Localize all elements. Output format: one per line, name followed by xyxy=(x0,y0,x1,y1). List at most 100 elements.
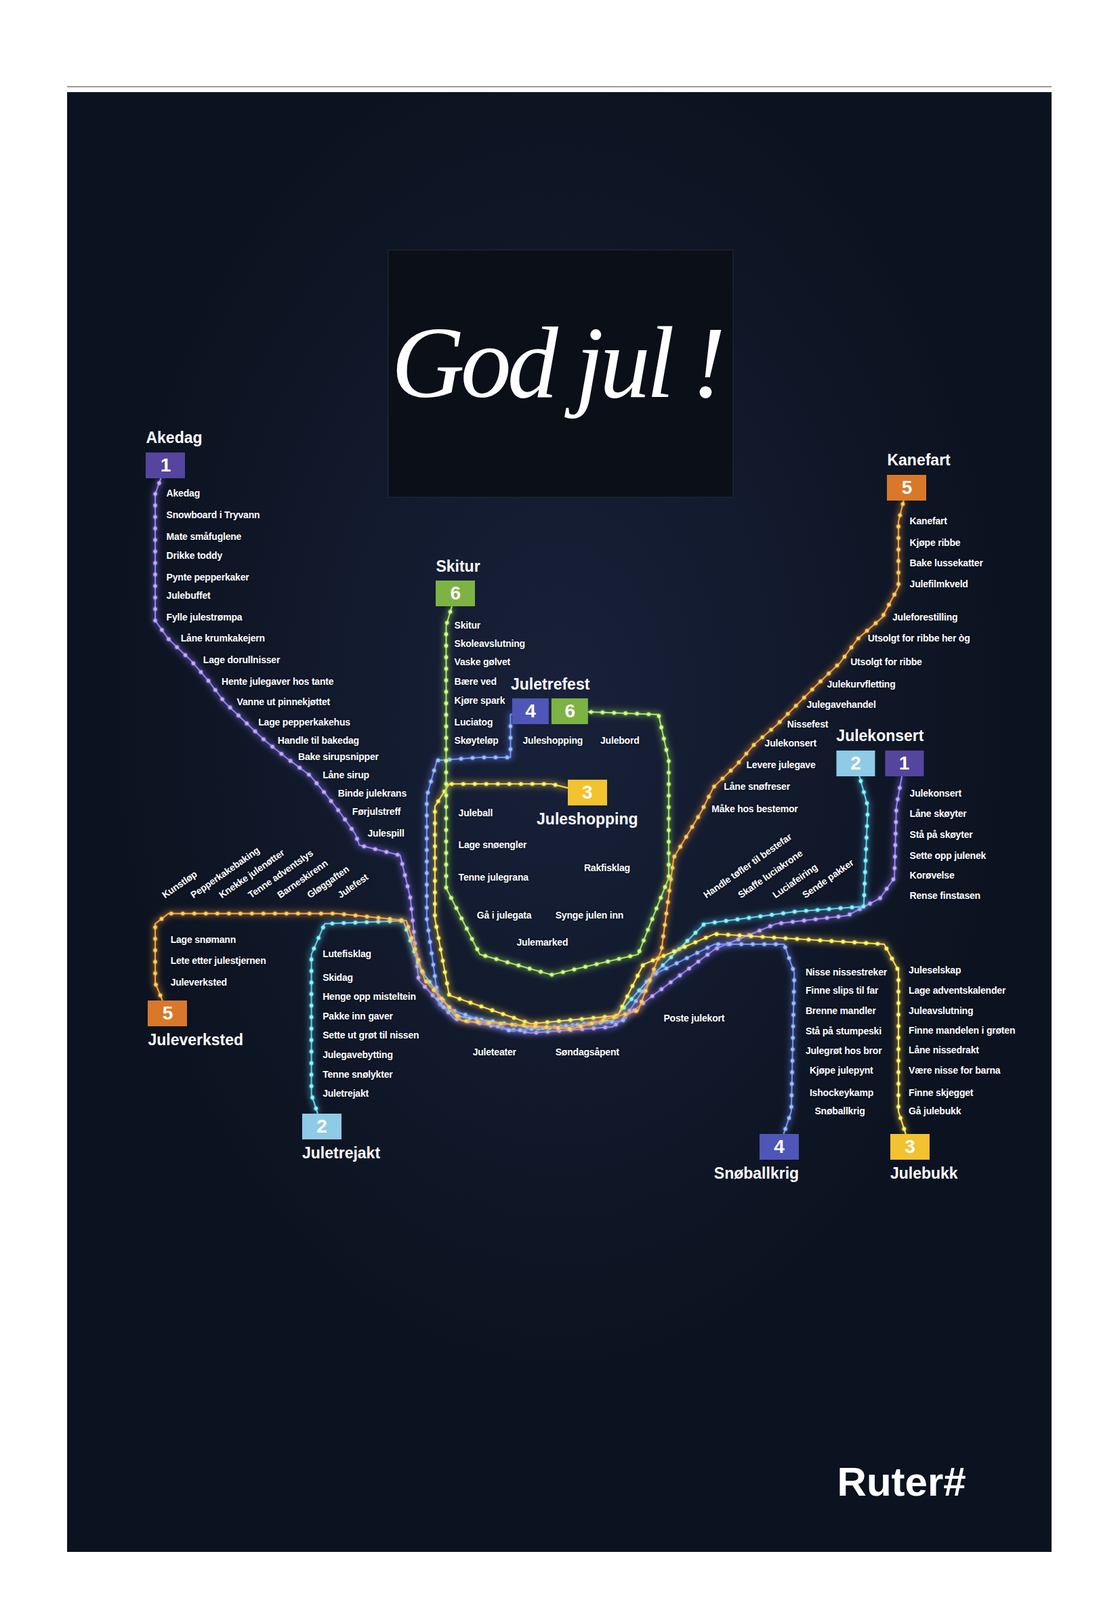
light-bulb xyxy=(464,1019,468,1024)
light-bulb xyxy=(863,882,867,886)
title: God jul ! xyxy=(390,311,722,414)
light-bulb xyxy=(682,945,687,949)
light-bulb xyxy=(463,1013,467,1018)
string-lights xyxy=(444,609,671,977)
light-bulb xyxy=(690,825,694,829)
light-bulb xyxy=(790,1093,794,1097)
light-bulb xyxy=(424,859,429,864)
station-label: Gå julebukk xyxy=(908,1106,961,1117)
station-label: Julekonsert xyxy=(909,789,962,800)
light-bulb xyxy=(556,1026,560,1030)
light-bulb xyxy=(635,712,639,716)
light-bulb xyxy=(818,939,822,943)
light-bulb xyxy=(445,981,449,986)
light-bulb xyxy=(444,886,448,890)
light-bulb xyxy=(444,632,448,637)
light-bulb xyxy=(444,863,448,867)
light-bulb xyxy=(790,1070,794,1074)
station-label: Tenne julegrana xyxy=(458,872,529,883)
light-bulb xyxy=(792,978,796,982)
light-bulb xyxy=(894,809,898,813)
line-number: 2 xyxy=(316,1117,328,1137)
light-bulb xyxy=(750,942,755,946)
light-bulb xyxy=(865,824,869,828)
light-bulb xyxy=(896,1059,900,1063)
light-bulb xyxy=(666,805,671,810)
light-bulb xyxy=(321,925,325,929)
light-bulb xyxy=(634,999,638,1003)
light-bulb xyxy=(896,1001,900,1005)
light-bulb xyxy=(226,911,231,916)
light-bulb xyxy=(506,1028,511,1032)
light-bulb xyxy=(183,653,188,657)
light-bulb xyxy=(153,584,157,588)
station-label: Nisse nissestreker xyxy=(805,967,887,978)
station-label: Stå på skøyter xyxy=(909,830,973,841)
light-bulb xyxy=(429,951,433,956)
light-bulb xyxy=(424,917,429,921)
light-bulb xyxy=(309,992,314,997)
light-bulb xyxy=(432,914,437,918)
light-bulb xyxy=(902,1127,906,1131)
light-bulb xyxy=(424,848,429,852)
light-bulb xyxy=(464,926,469,931)
light-bulb xyxy=(849,645,854,650)
light-bulb xyxy=(510,1023,514,1027)
light-bulb xyxy=(895,967,900,971)
line-name: Juleshopping xyxy=(536,811,639,828)
light-bulb xyxy=(897,785,902,790)
light-bulb xyxy=(729,769,733,773)
light-bulb xyxy=(792,909,797,914)
light-bulb xyxy=(769,728,774,732)
light-bulb xyxy=(424,894,429,898)
light-bulb xyxy=(737,933,742,938)
station-label: Skidag xyxy=(322,972,354,984)
light-bulb xyxy=(296,911,300,916)
light-bulb xyxy=(666,817,671,821)
light-bulb xyxy=(847,912,852,917)
light-bulb xyxy=(896,1093,900,1097)
line-glow xyxy=(426,714,795,1135)
light-bulb xyxy=(470,937,474,941)
light-bulb xyxy=(901,502,905,506)
station-label: Førjulstreff xyxy=(352,807,402,818)
light-bulb xyxy=(432,867,437,872)
light-bulb xyxy=(556,1019,561,1024)
light-bulb xyxy=(454,906,459,910)
light-bulb xyxy=(432,844,437,849)
light-bulb xyxy=(720,777,725,781)
light-bulb xyxy=(373,847,377,852)
light-bulb xyxy=(424,836,429,841)
light-bulb xyxy=(306,773,311,777)
light-bulb xyxy=(666,782,671,786)
light-bulb xyxy=(336,808,340,812)
light-bulb xyxy=(898,513,902,517)
light-bulb xyxy=(538,970,543,974)
light-bulb xyxy=(825,916,829,920)
light-bulb xyxy=(684,835,688,839)
light-bulb xyxy=(458,997,462,1001)
light-bulb xyxy=(747,916,751,920)
light-bulb xyxy=(309,1038,314,1043)
light-bulb xyxy=(159,917,164,921)
light-bulb xyxy=(498,1022,503,1026)
light-bulb xyxy=(835,664,839,668)
light-bulb xyxy=(191,661,196,666)
light-bulb xyxy=(444,713,448,717)
station-label: Poste julekort xyxy=(663,1013,725,1024)
light-bulb xyxy=(482,755,486,759)
light-bulb xyxy=(790,1059,795,1063)
light-bulb xyxy=(735,918,740,922)
station-label: Julegrøt hos bror xyxy=(805,1046,883,1057)
station-label: Luciatog xyxy=(454,717,494,728)
light-bulb xyxy=(744,752,749,756)
light-bulb xyxy=(773,942,778,946)
light-bulb xyxy=(505,755,509,759)
station-label: Låne krumkakejern xyxy=(180,634,265,645)
light-bulb xyxy=(288,759,293,763)
light-bulb xyxy=(785,712,790,716)
light-bulb xyxy=(641,939,646,943)
light-bulb xyxy=(605,960,610,964)
light-bulb xyxy=(818,679,822,683)
light-bulb xyxy=(365,915,369,919)
